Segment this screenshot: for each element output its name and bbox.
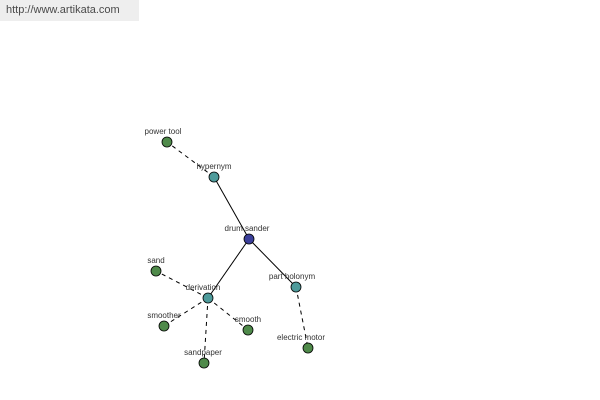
edge-drum-sander-to-derivation [207, 238, 250, 299]
node-label-power-tool: power tool [145, 127, 182, 136]
node-label-smoother: smoother [147, 311, 181, 320]
node-label-part-holonym: part holonym [269, 272, 316, 281]
node-label-drum-sander: drum sander [225, 224, 270, 233]
edge-derivation-to-smoother [163, 297, 209, 327]
node-label-electric-motor: electric motor [277, 333, 325, 342]
node-sandpaper[interactable] [198, 357, 210, 369]
node-smooth[interactable] [242, 324, 254, 336]
edge-part-holonym-to-electric-motor [295, 286, 309, 349]
node-label-sand: sand [147, 256, 164, 265]
node-electric-motor[interactable] [302, 342, 314, 354]
edge-derivation-to-sand [155, 270, 209, 299]
node-label-sandpaper: sandpaper [184, 348, 222, 357]
node-hypernym[interactable] [208, 171, 220, 183]
edge-derivation-to-smooth [207, 297, 249, 331]
node-sand[interactable] [150, 265, 162, 277]
node-drum-sander[interactable] [243, 233, 255, 245]
edge-drum-sander-to-hypernym [213, 176, 250, 240]
node-derivation[interactable] [202, 292, 214, 304]
labels-layer: drum sander hypernym power tool derivation s… [145, 127, 326, 357]
node-label-derivation: derivation [186, 283, 221, 292]
edge-drum-sander-to-part-holonym [248, 238, 297, 288]
nodes-layer [150, 136, 314, 369]
node-label-hypernym: hypernym [196, 162, 231, 171]
node-smoother[interactable] [158, 320, 170, 332]
watermark-url: http://www.artikata.com [0, 0, 139, 21]
node-part-holonym[interactable] [290, 281, 302, 293]
edges-layer [155, 141, 309, 364]
node-power-tool[interactable] [161, 136, 173, 148]
edge-hypernym-to-power-tool [166, 141, 215, 178]
node-label-smooth: smooth [235, 315, 261, 324]
edge-derivation-to-sandpaper [203, 297, 209, 364]
